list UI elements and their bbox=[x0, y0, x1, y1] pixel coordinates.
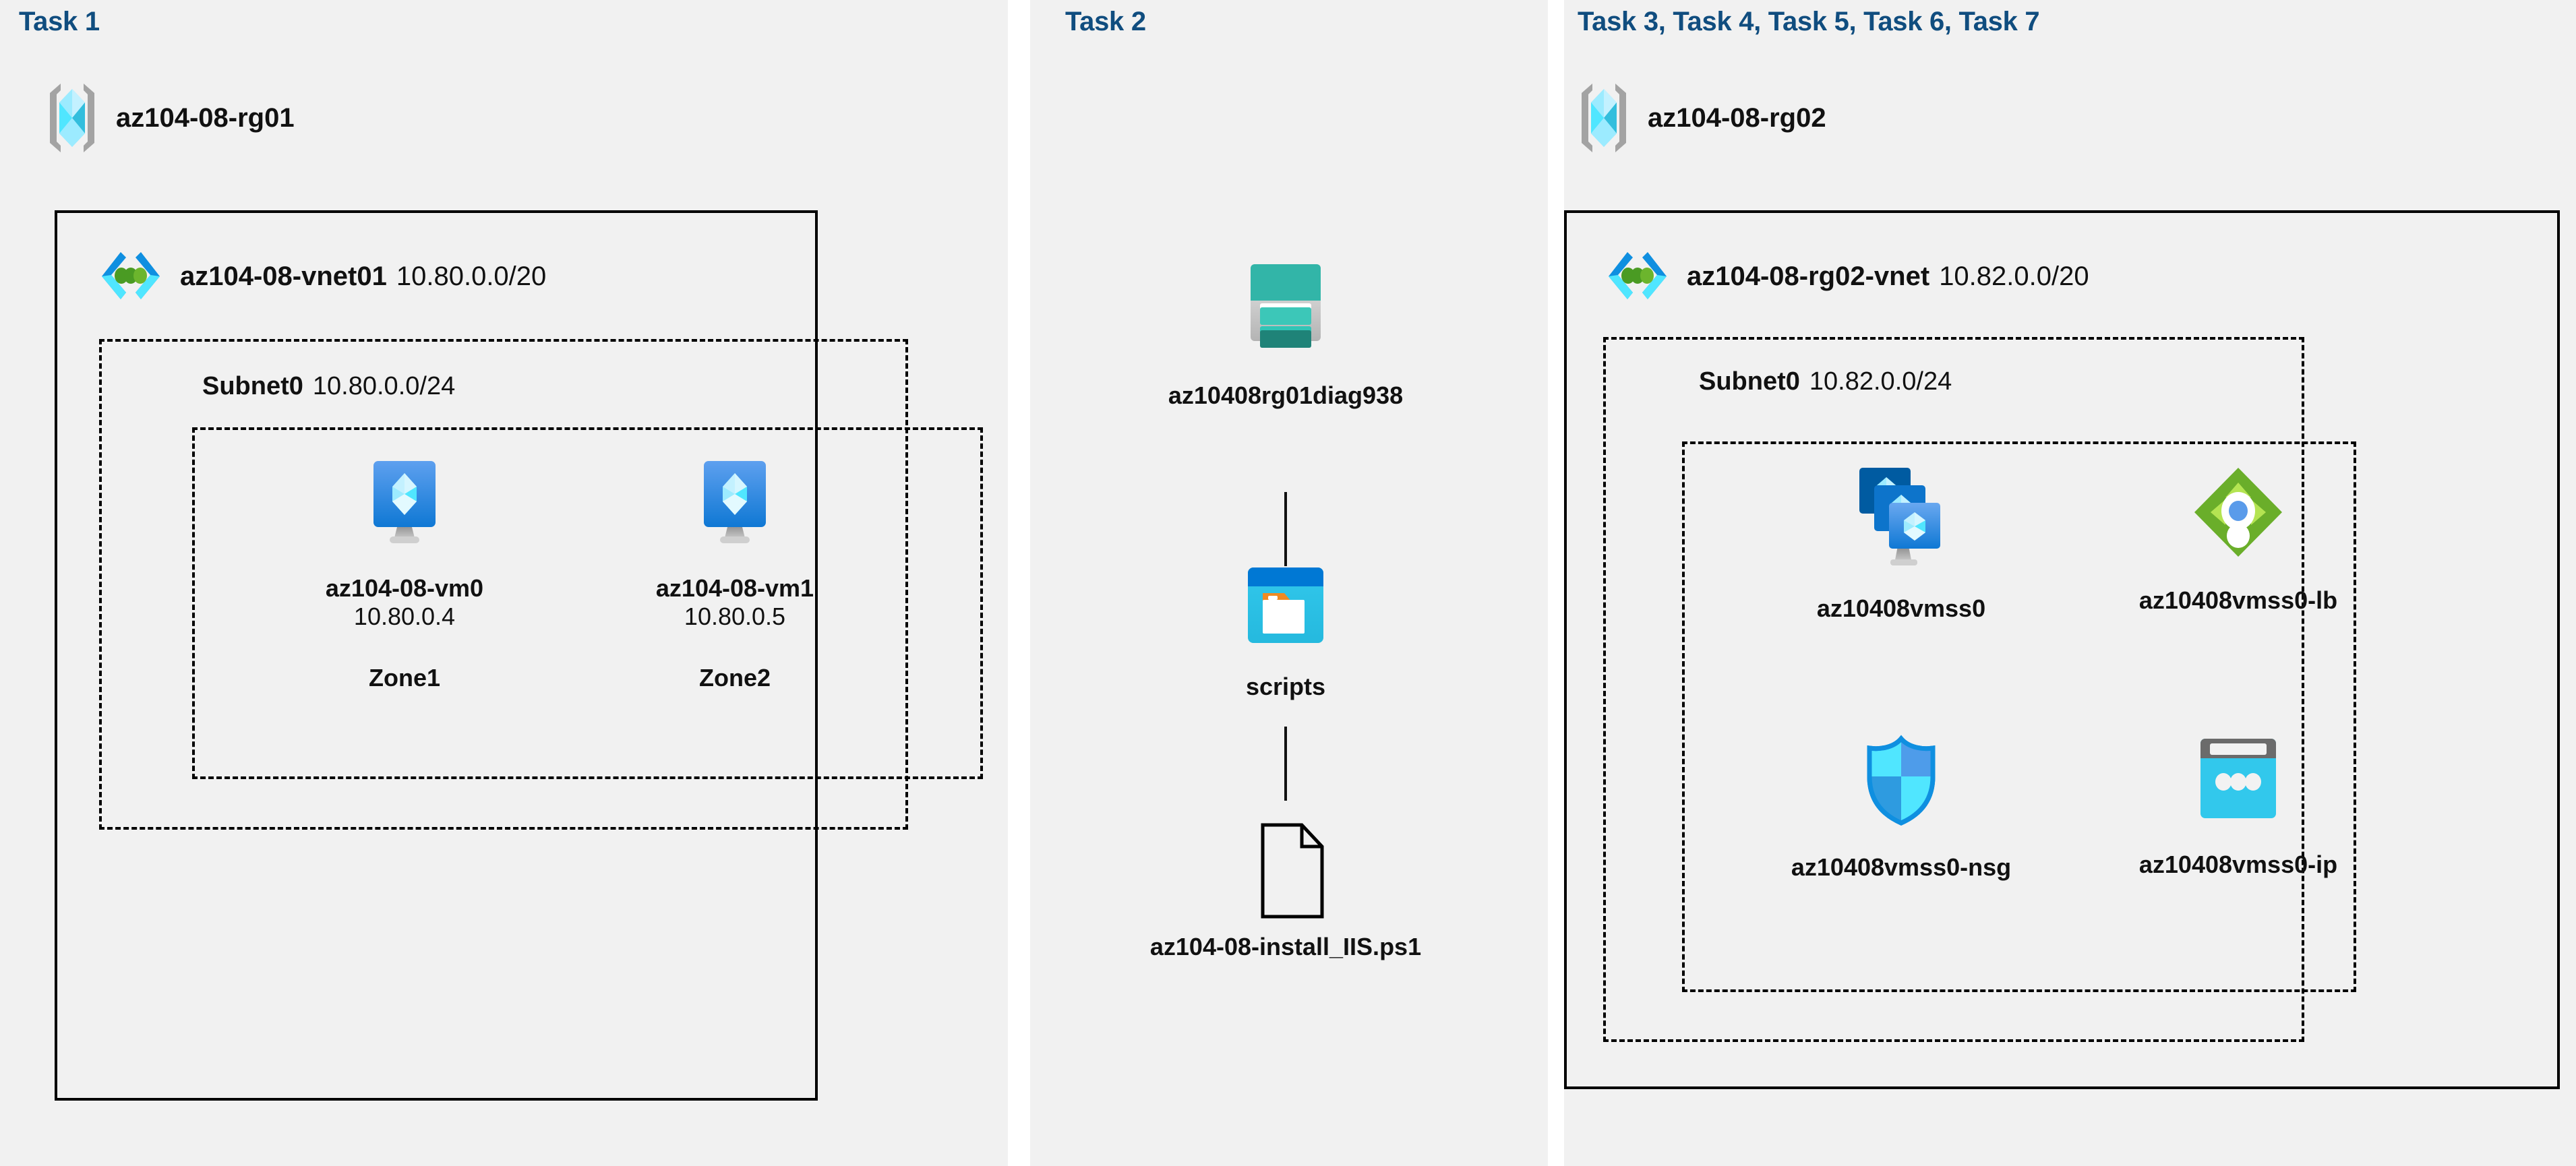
panel-task-1 bbox=[0, 0, 1008, 1166]
load-balancer-node-name: az10408vmss0-lb bbox=[2138, 586, 2338, 614]
subnet0-cidr: 10.80.0.0/24 bbox=[312, 372, 456, 400]
virtual-network-icon bbox=[98, 243, 164, 310]
subnet0-boundary-rg02vnet bbox=[1603, 337, 2304, 1042]
virtual-machine-icon bbox=[367, 458, 442, 547]
blob-container-node: scripts bbox=[1178, 565, 1394, 701]
virtual-machine-icon bbox=[697, 458, 773, 547]
nsg-node: az10408vmss0-nsg bbox=[1787, 735, 2016, 882]
connector-container-to-script bbox=[1284, 727, 1287, 801]
blob-container-name: scripts bbox=[1245, 673, 1326, 700]
vm-scale-set-icon bbox=[1857, 465, 1946, 567]
vm-node-1-zone: Zone2 bbox=[698, 663, 771, 692]
zone-group-boundary bbox=[192, 427, 983, 779]
public-ip-address-icon bbox=[2191, 735, 2285, 824]
vnet01-cidr: 10.80.0.0/20 bbox=[396, 261, 547, 291]
vnet01-boundary bbox=[55, 210, 818, 1101]
subnet0-boundary-vnet01 bbox=[99, 339, 908, 830]
task-1-label: Task 1 bbox=[19, 7, 100, 36]
storage-account-icon bbox=[1241, 262, 1330, 355]
storage-account-node: az10408rg01diag938 bbox=[1168, 262, 1403, 410]
rg02-vnet-name: az104-08-rg02-vnet bbox=[1687, 261, 1930, 291]
storage-account-name: az10408rg01diag938 bbox=[1168, 381, 1404, 409]
load-balancer-icon bbox=[2192, 465, 2285, 559]
script-file-node: az104-08-install_IIS.ps1 bbox=[1150, 821, 1421, 961]
resource-group-rg01-label: az104-08-rg01 bbox=[116, 102, 295, 133]
resource-group-rg02: az104-08-rg02 bbox=[1578, 81, 1826, 155]
connector-storage-to-container bbox=[1284, 492, 1287, 566]
resource-group-rg01: az104-08-rg01 bbox=[46, 81, 295, 155]
panel-task-3-7 bbox=[1564, 0, 2576, 1166]
task-2-label: Task 2 bbox=[1065, 7, 1146, 36]
vmss-resource-group-boundary bbox=[1682, 441, 2356, 992]
resource-group-rg02-label: az104-08-rg02 bbox=[1648, 102, 1826, 133]
subnet0-name: Subnet0 bbox=[202, 372, 303, 400]
vm-node-0-ip: 10.80.0.4 bbox=[353, 603, 456, 631]
vm-node-0-name: az104-08-vm0 bbox=[325, 574, 484, 602]
vnet01-header: az104-08-vnet01 10.80.0.0/20 bbox=[98, 243, 546, 310]
resource-group-icon bbox=[46, 81, 98, 155]
virtual-network-icon bbox=[1605, 243, 1671, 310]
blob-container-icon bbox=[1245, 565, 1326, 646]
task-3-7-label: Task 3, Task 4, Task 5, Task 6, Task 7 bbox=[1578, 7, 2040, 36]
vmss-node: az10408vmss0 bbox=[1787, 465, 2016, 623]
subnet0-header-vnet01: Subnet0 10.80.0.0/24 bbox=[202, 372, 455, 401]
vm-node-1: az104-08-vm1 10.80.0.5 Zone2 bbox=[627, 458, 843, 692]
subnet0-rg02-cidr: 10.82.0.0/24 bbox=[1809, 367, 1952, 396]
vmss-node-name: az10408vmss0 bbox=[1816, 594, 1986, 622]
rg02-vnet-cidr: 10.82.0.0/20 bbox=[1939, 261, 2089, 291]
vm-node-1-name: az104-08-vm1 bbox=[655, 574, 814, 602]
vm-node-1-ip: 10.80.0.5 bbox=[684, 603, 786, 631]
public-ip-node-name: az10408vmss0-ip bbox=[2138, 851, 2338, 878]
subnet0-rg02-name: Subnet0 bbox=[1699, 367, 1800, 396]
vm-node-0-zone: Zone1 bbox=[368, 663, 440, 692]
rg02-vnet-boundary bbox=[1564, 210, 2560, 1089]
load-balancer-node: az10408vmss0-lb bbox=[2124, 465, 2353, 615]
subnet0-header-rg02vnet: Subnet0 10.82.0.0/24 bbox=[1699, 367, 1952, 396]
nsg-node-name: az10408vmss0-nsg bbox=[1791, 853, 2012, 881]
vnet01-name: az104-08-vnet01 bbox=[180, 261, 387, 291]
network-security-group-icon bbox=[1860, 735, 1942, 826]
script-file-icon bbox=[1240, 821, 1331, 921]
public-ip-node: az10408vmss0-ip bbox=[2124, 735, 2353, 879]
script-file-name: az104-08-install_IIS.ps1 bbox=[1149, 933, 1422, 960]
vm-node-0: az104-08-vm0 10.80.0.4 Zone1 bbox=[297, 458, 512, 692]
rg02-vnet-header: az104-08-rg02-vnet 10.82.0.0/20 bbox=[1605, 243, 2089, 310]
resource-group-icon bbox=[1578, 81, 1630, 155]
